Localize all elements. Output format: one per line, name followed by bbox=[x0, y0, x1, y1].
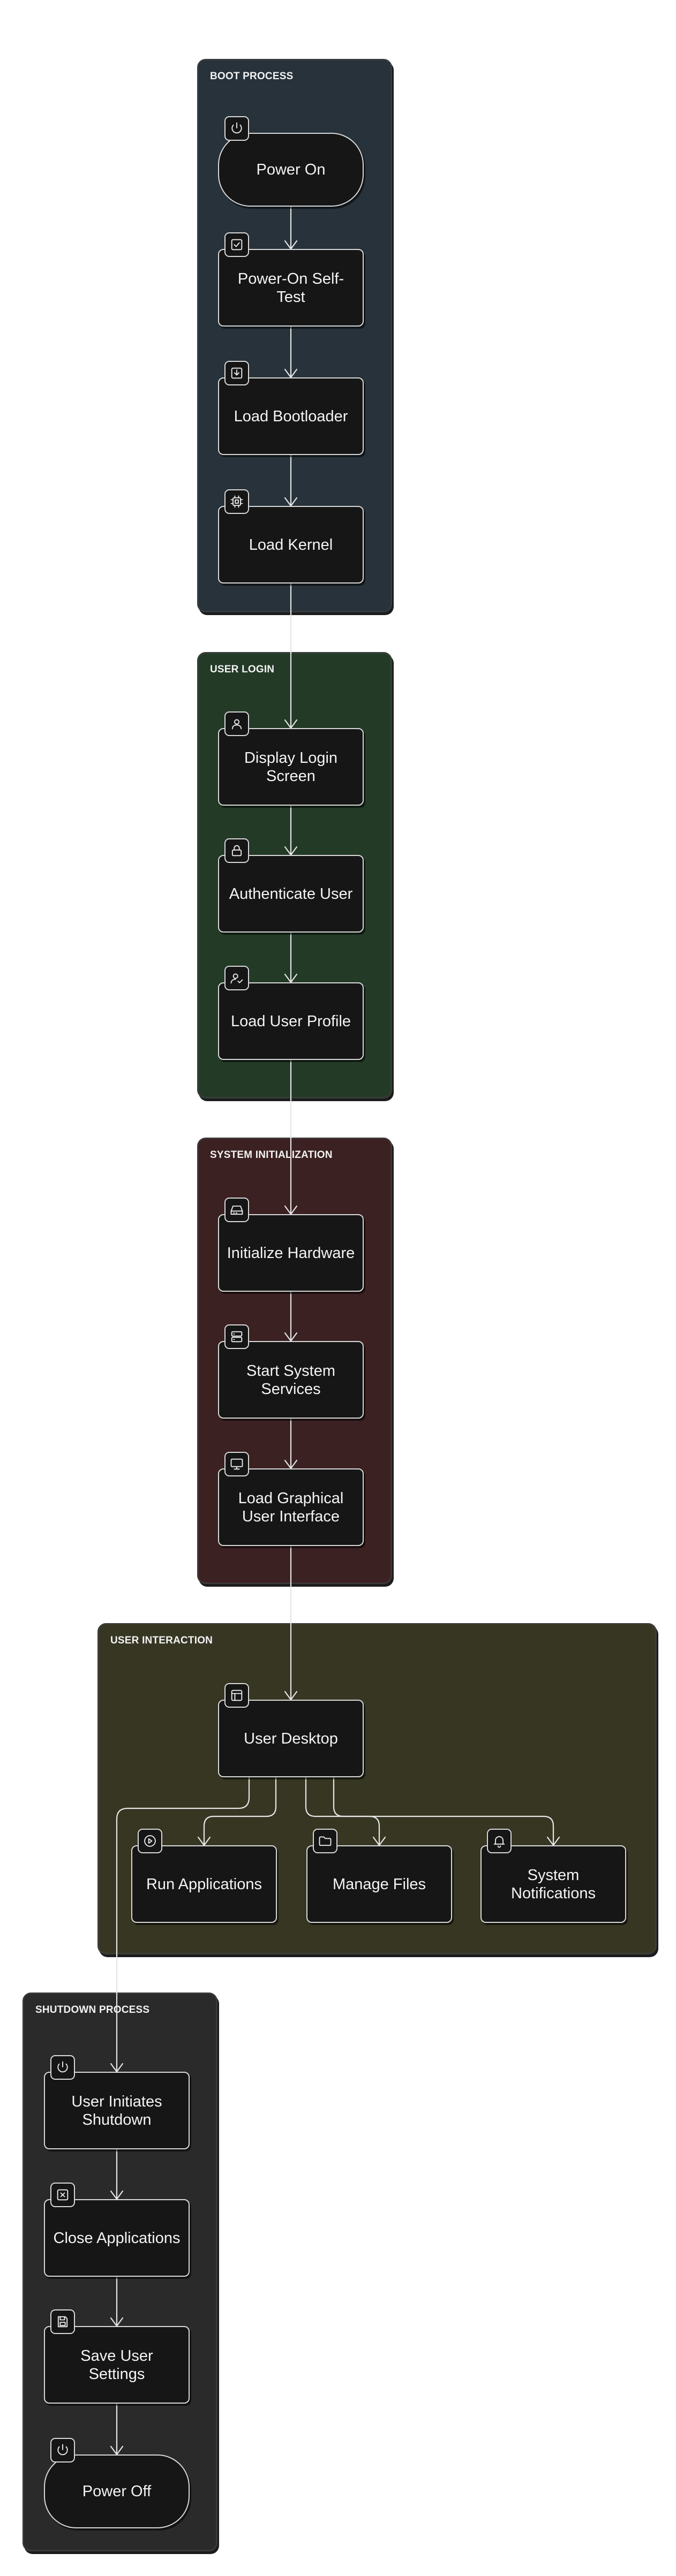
layout-icon bbox=[224, 1683, 249, 1708]
node-label: Close Applications bbox=[53, 2229, 181, 2247]
node-label: Load Graphical User Interface bbox=[238, 1489, 344, 1525]
group-title: SHUTDOWN PROCESS bbox=[35, 2004, 150, 2016]
hard-drive-icon bbox=[224, 1198, 249, 1222]
node-label: Power On bbox=[256, 161, 326, 178]
node-authenticate: Authenticate User bbox=[218, 855, 364, 933]
node-label: Initialize Hardware bbox=[227, 1244, 355, 1262]
group-title: USER LOGIN bbox=[210, 664, 275, 675]
node-desktop: User Desktop bbox=[218, 1700, 364, 1777]
bell-icon bbox=[487, 1829, 512, 1853]
node-label: Save User Settings bbox=[80, 2347, 153, 2383]
node-label: Display Login Screen bbox=[244, 749, 338, 785]
monitor-icon bbox=[224, 1452, 249, 1476]
node-label: Authenticate User bbox=[229, 885, 353, 903]
node-label: Manage Files bbox=[332, 1875, 426, 1893]
node-save-settings: Save User Settings bbox=[44, 2326, 190, 2404]
node-manage-files: Manage Files bbox=[306, 1845, 452, 1923]
node-post: Power-On Self-Test bbox=[218, 249, 364, 327]
node-label: User Initiates Shutdown bbox=[71, 2093, 162, 2128]
node-label: Power Off bbox=[82, 2483, 152, 2500]
node-label: User Desktop bbox=[244, 1730, 338, 1747]
save-icon bbox=[50, 2309, 75, 2334]
server-icon bbox=[224, 1324, 249, 1349]
node-start-services: Start System Services bbox=[218, 1341, 364, 1419]
node-label: Load User Profile bbox=[230, 1012, 351, 1030]
node-label: Start System Services bbox=[246, 1362, 335, 1398]
play-icon bbox=[138, 1829, 162, 1853]
cpu-icon bbox=[224, 489, 249, 514]
user-icon bbox=[224, 711, 249, 736]
group-title: SYSTEM INITIALIZATION bbox=[210, 1149, 333, 1161]
folder-icon bbox=[313, 1829, 337, 1853]
node-load-bootloader: Load Bootloader bbox=[218, 377, 364, 455]
node-label: Load Bootloader bbox=[234, 407, 348, 425]
node-power-off: Power Off bbox=[44, 2454, 190, 2528]
node-load-profile: Load User Profile bbox=[218, 982, 364, 1060]
node-display-login: Display Login Screen bbox=[218, 728, 364, 806]
download-icon bbox=[224, 361, 249, 385]
node-notifications: System Notifications bbox=[480, 1845, 626, 1923]
node-label: Run Applications bbox=[146, 1875, 262, 1893]
node-power-on: Power On bbox=[218, 133, 364, 207]
close-box-icon bbox=[50, 2183, 75, 2207]
checkbox-icon bbox=[224, 232, 249, 257]
node-label: Power-On Self-Test bbox=[237, 270, 344, 306]
power-icon bbox=[224, 116, 249, 141]
node-load-gui: Load Graphical User Interface bbox=[218, 1468, 364, 1546]
group-title: BOOT PROCESS bbox=[210, 71, 294, 82]
lock-icon bbox=[224, 838, 249, 863]
user-check-icon bbox=[224, 966, 249, 990]
group-title: USER INTERACTION bbox=[110, 1635, 213, 1646]
node-initiate-shutdown: User Initiates Shutdown bbox=[44, 2072, 190, 2149]
node-label: Load Kernel bbox=[249, 536, 333, 554]
node-close-apps: Close Applications bbox=[44, 2199, 190, 2277]
power-icon bbox=[50, 2055, 75, 2080]
node-label: System Notifications bbox=[511, 1866, 596, 1902]
node-load-kernel: Load Kernel bbox=[218, 506, 364, 584]
node-run-apps: Run Applications bbox=[131, 1845, 277, 1923]
node-init-hw: Initialize Hardware bbox=[218, 1214, 364, 1292]
power-icon bbox=[50, 2438, 75, 2463]
